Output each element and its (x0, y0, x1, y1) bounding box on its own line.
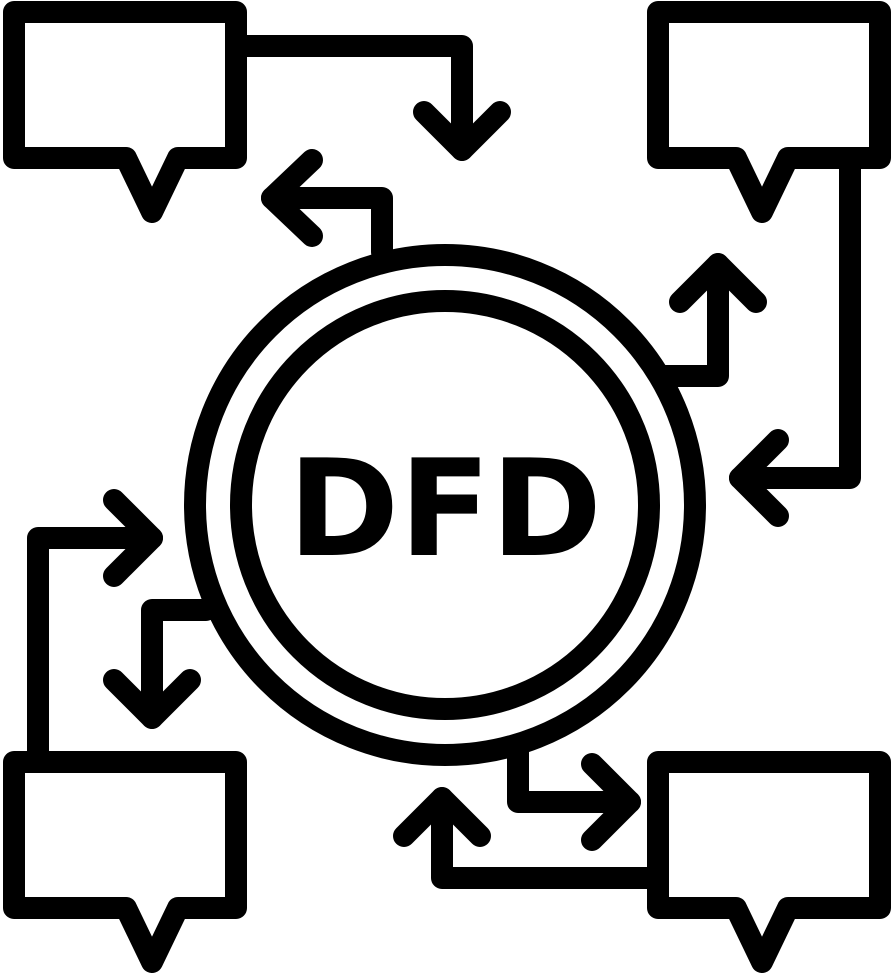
process-circle-icon (184, 244, 706, 766)
arrow-circle-top-to-left (261, 149, 393, 263)
arrow-bottom-right-bubble-to-up (393, 787, 669, 889)
arrow-left-bubble-to-circle (27, 489, 163, 773)
arrow-circle-bottom-to-right (507, 741, 641, 851)
arrow-circle-right-to-up (651, 253, 767, 387)
speech-bubble-bottom-left-icon (3, 751, 247, 973)
arrow-top-left-bubble-to-down (225, 35, 511, 161)
process-label: DFD (288, 431, 602, 587)
arrow-right-bubble-to-circle (729, 147, 861, 527)
arrow-circle-left-to-down (103, 599, 217, 729)
speech-bubble-bottom-right-icon (647, 751, 891, 973)
speech-bubble-top-right-icon (647, 1, 891, 223)
speech-bubble-top-left-icon (3, 1, 247, 223)
